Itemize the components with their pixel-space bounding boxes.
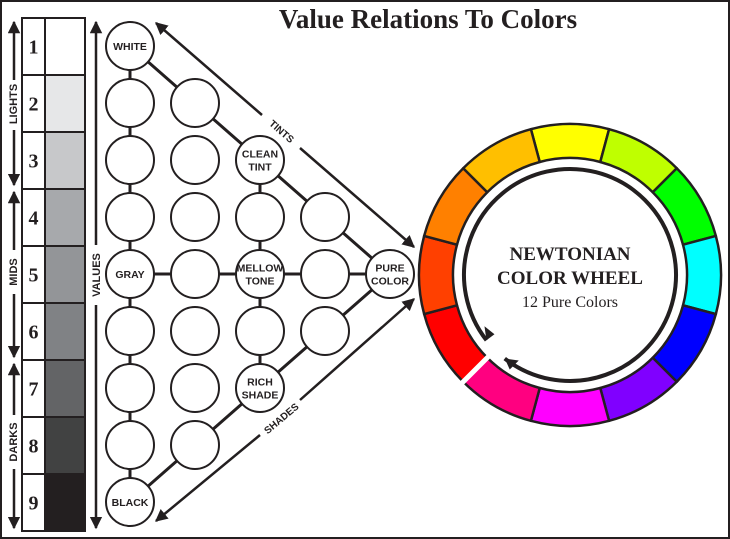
circle-label: WHITE [113,41,147,53]
value-swatch [44,74,86,133]
value-circle [235,192,285,242]
wheel-segment [529,122,611,164]
value-circle [105,78,155,128]
circle-label: GRAY [115,269,144,281]
value-swatch [44,188,86,247]
tints-arrow-b [299,147,415,248]
value-circle-mellow-tone [235,249,285,299]
value-circle [235,306,285,356]
value-circle-black [105,477,155,527]
value-scale: 1 2 3 4 5 6 7 8 9 [21,17,86,532]
wheel-segment [529,386,611,428]
lights-label: LIGHTS [8,84,20,124]
value-number: 9 [29,493,39,515]
value-circle [170,306,220,356]
circle-label: TONE [246,276,275,288]
wheel-gap [458,353,492,387]
value-circle [105,306,155,356]
value-circle [105,135,155,185]
value-number: 5 [29,265,39,287]
circle-label: BLACK [112,497,149,509]
value-number: 3 [29,151,39,173]
value-circle [300,192,350,242]
value-number: 4 [29,208,39,230]
value-circle [170,78,220,128]
circle-label: TINT [248,162,272,174]
value-circle-white [105,21,155,71]
value-circle-clean-tint [235,135,285,185]
value-number: 1 [29,37,39,59]
shades-arrow-b [299,298,415,401]
value-circle-pure-color [365,249,415,299]
wheel-title-line1: NEWTONIAN [509,244,630,265]
value-circle [300,249,350,299]
circle-label: SHADE [242,390,279,402]
value-number: 8 [29,436,39,458]
value-number: 7 [29,379,39,401]
circle-label: COLOR [371,276,409,288]
value-circle-gray [105,249,155,299]
darks-label: DARKS [8,422,20,461]
value-circle [170,192,220,242]
wheel-title-line2: COLOR WHEEL [497,268,643,289]
value-swatch [44,131,86,190]
wheel-segment [417,234,459,316]
value-swatch [44,359,86,418]
value-circle [105,363,155,413]
wheel-subtitle: 12 Pure Colors [522,294,618,311]
value-circle [170,363,220,413]
wheel-inner-arrow [462,167,678,383]
value-circle [170,249,220,299]
value-swatch [44,245,86,304]
color-wheel [417,122,723,428]
values-label: VALUES [91,253,103,297]
wheel-segment [681,234,723,316]
value-circle-rich-shade [235,363,285,413]
page-title: Value Relations To Colors [279,4,577,34]
circle-label: PURE [375,263,404,275]
tints-arrow-a [155,22,263,116]
value-swatch [44,17,86,76]
wheel-segment [461,127,541,194]
value-circle [170,135,220,185]
value-swatch [44,302,86,361]
circle-label: CLEAN [242,149,278,161]
value-circle [105,420,155,470]
value-circle [105,192,155,242]
value-swatch [44,473,86,532]
arrowhead-icon [504,358,519,370]
value-circle [300,306,350,356]
circle-label: RICH [247,377,273,389]
shades-arrow-a [155,434,261,522]
value-number: 2 [29,94,39,116]
mids-label: MIDS [8,258,20,286]
arrowhead-icon [484,326,495,341]
value-circle [170,420,220,470]
circle-label: MELLOW [237,263,284,275]
value-number: 6 [29,322,39,344]
value-swatch [44,416,86,475]
